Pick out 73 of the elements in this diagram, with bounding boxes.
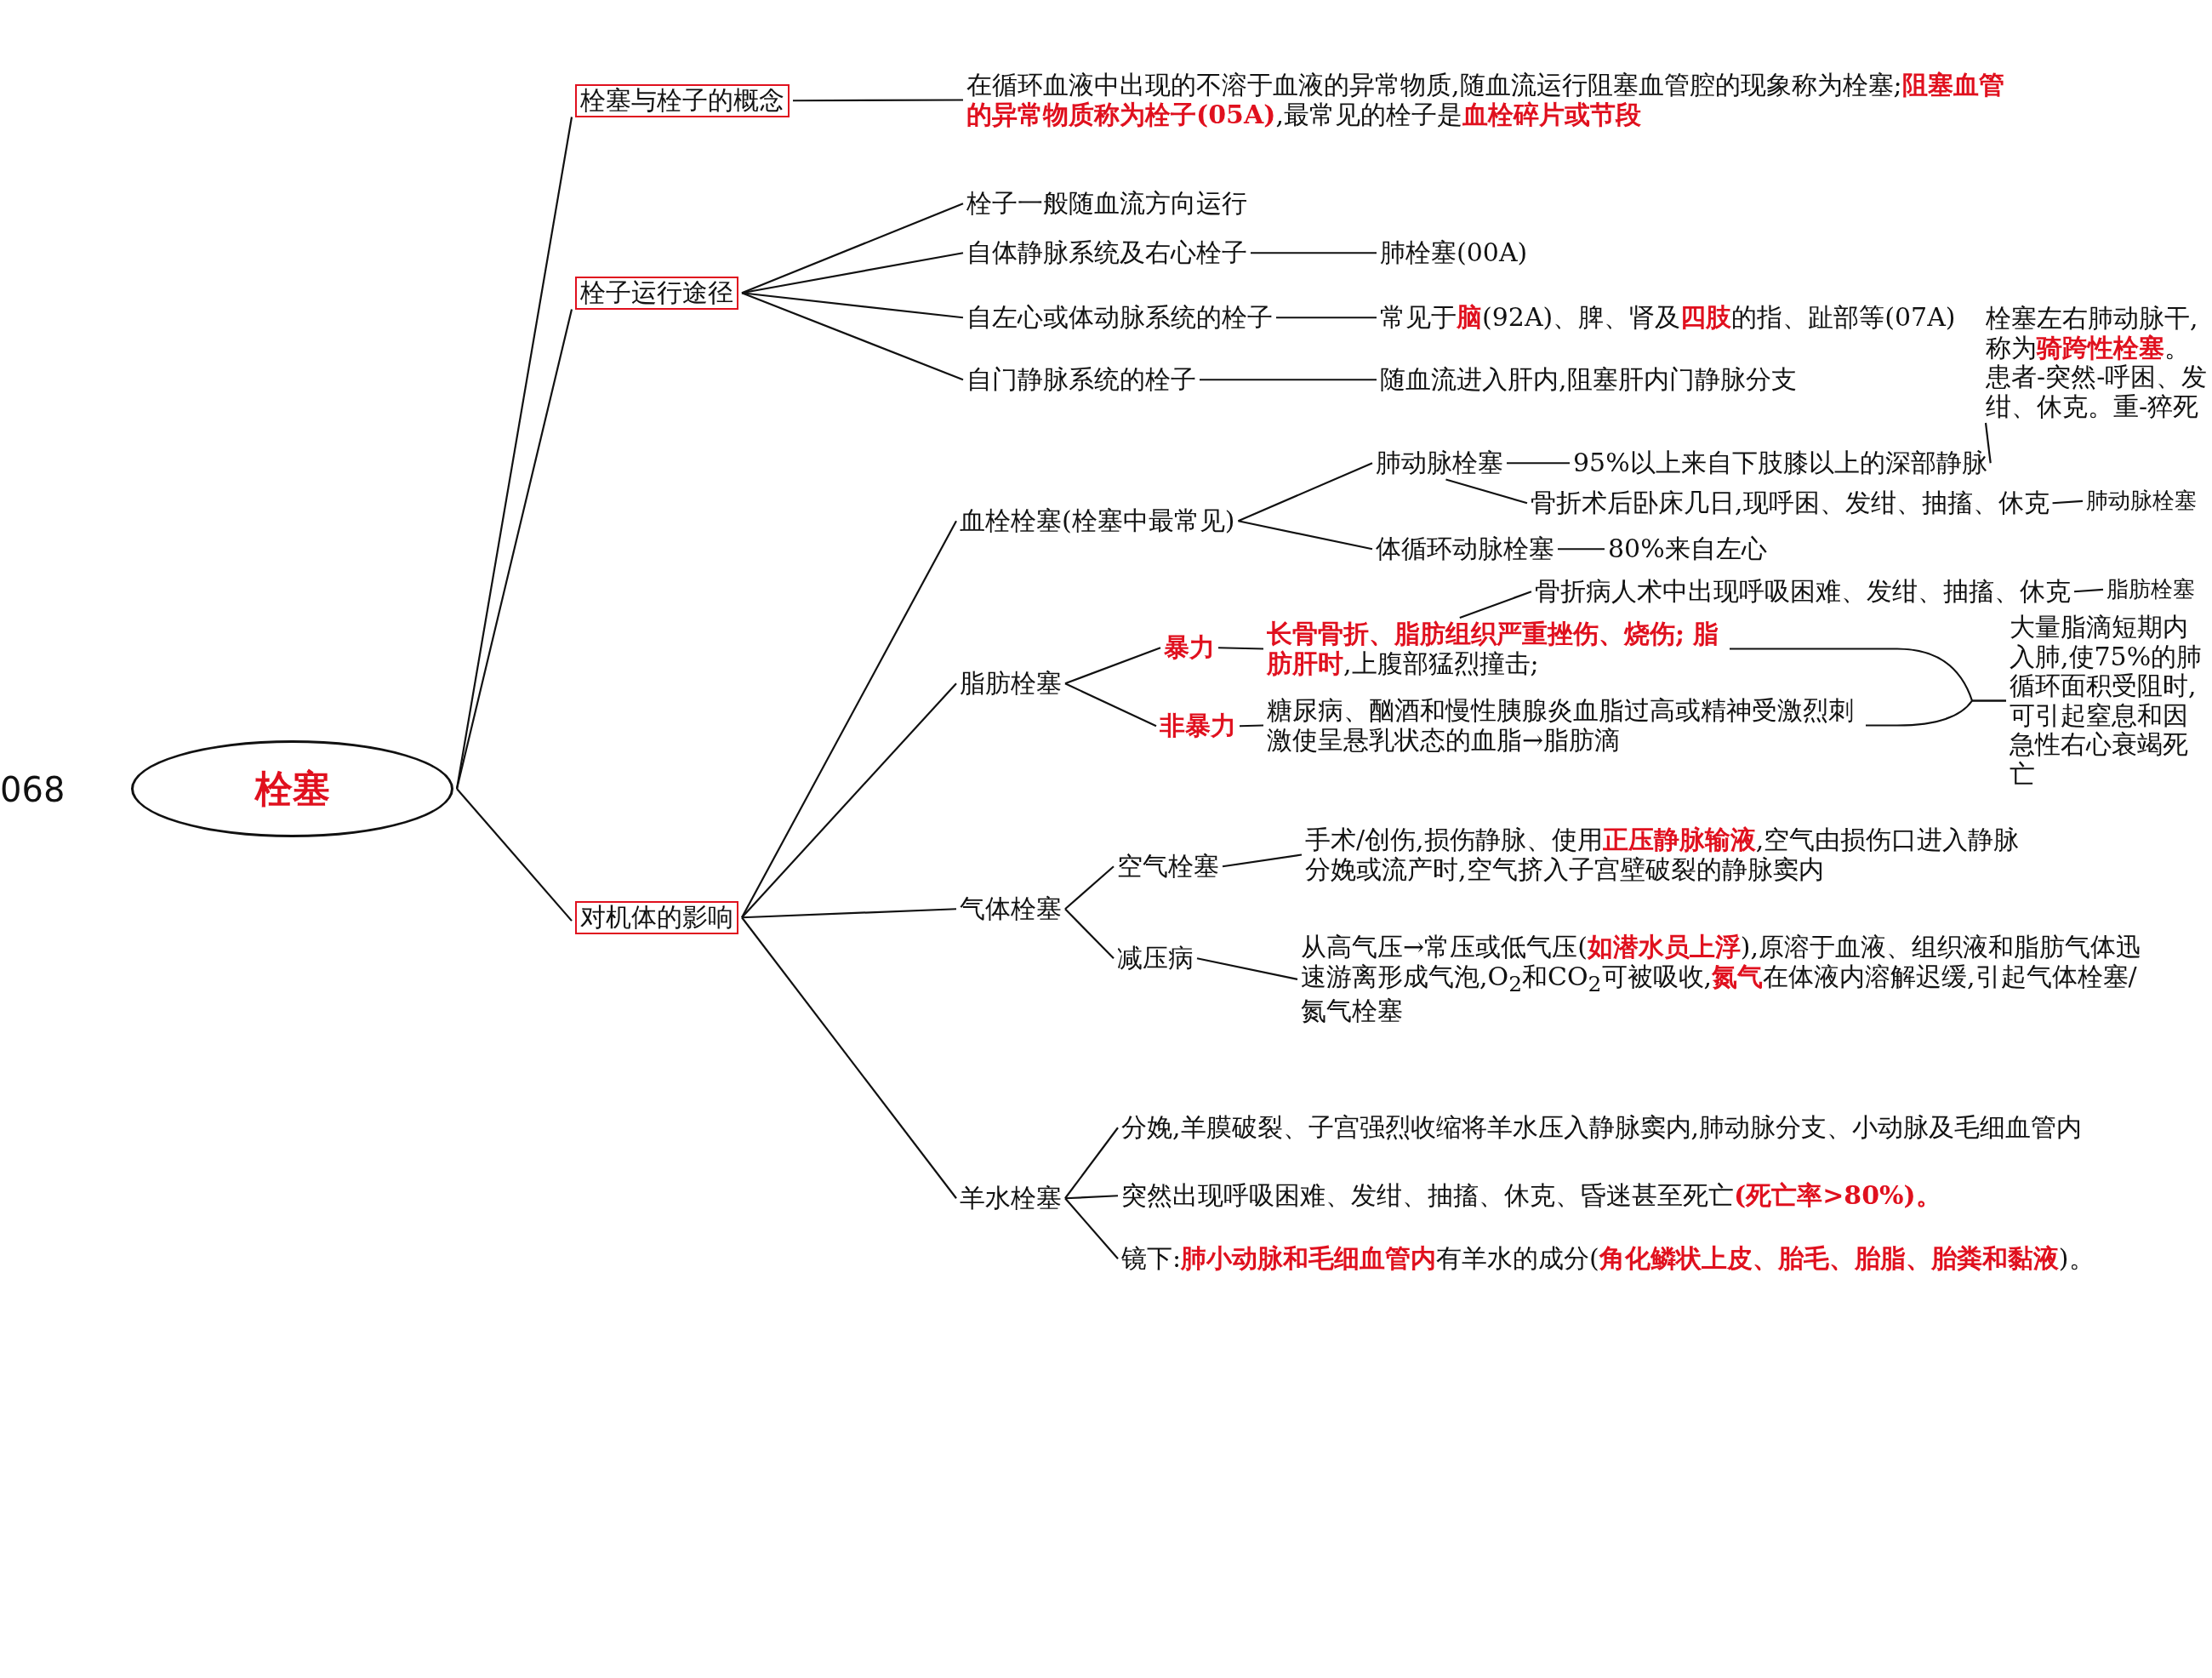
connector-line — [456, 788, 573, 922]
connector-line — [741, 520, 957, 918]
connector-line — [1558, 548, 1605, 551]
connector-line — [741, 682, 957, 918]
branch-text: 空气栓塞 — [1117, 852, 1219, 882]
branch-text: 分娩,羊膜破裂、子宫强烈收缩将羊水压入静脉窦内,肺动脉分支、小动脉及毛细血管内 — [1121, 1113, 2083, 1143]
branch-text: 分娩或流产时,空气挤入子宫壁破裂的静脉窦内 — [1305, 854, 1825, 884]
connector-line — [1064, 908, 1115, 960]
connector-line — [741, 203, 964, 294]
branch-text: 羊水栓塞 — [960, 1184, 1062, 1213]
branch-text: 自门静脉系统的栓子 — [966, 365, 1196, 395]
branch-text: 肺动脉栓塞 — [2086, 488, 2197, 514]
connector-line — [1276, 317, 1377, 319]
connector-line — [1064, 682, 1157, 728]
branch-text: 95%以上来自下肢膝以上的深部静脉 — [1573, 448, 1987, 478]
branch-text: 大量脂滴短期内入肺,使75%的肺循环面积受阻时,可引起窒息和因急性右心衰竭死亡 — [2010, 613, 2212, 789]
branch-text: 血栓栓塞(栓塞中最常见) — [960, 506, 1235, 536]
branch-keyword: 暴力 — [1164, 633, 1215, 663]
connector-line — [2073, 588, 2104, 593]
topic-box: 对机体的影响 — [575, 901, 738, 934]
connector-line — [1238, 462, 1373, 522]
connector-line — [1064, 647, 1161, 685]
connector-line — [793, 99, 963, 102]
branch-text: 自左心或体动脉系统的栓子 — [966, 303, 1273, 333]
branch-text: 自体静脉系统及右心栓子 — [966, 238, 1247, 268]
branch-text: 栓子一般随血流方向运行 — [966, 189, 1247, 219]
connector-line — [1239, 724, 1264, 728]
connector-line — [455, 309, 573, 790]
connector-line — [1064, 865, 1115, 910]
branch-text: 减压病 — [1117, 944, 1194, 973]
connector-line — [1459, 591, 1532, 619]
branch-text: 体循环动脉栓塞 — [1376, 534, 1554, 564]
connector-line — [2052, 499, 2084, 505]
connector-line — [1064, 1197, 1119, 1259]
branch-text: 从高气压→常压或低气压(如潜水员上浮),原溶于血液、组织液和脂肪气体迅速游离形成气泡,O$_{2}$和CO$_{2}$可被吸收,氮气在体液内溶解迟缓,引起气体栓塞/氮气栓塞 — [1301, 933, 2152, 1026]
connector-line — [1064, 1195, 1119, 1200]
connector-line — [741, 292, 964, 319]
connector-line — [1251, 252, 1377, 254]
connector-line — [1217, 647, 1264, 650]
connector-line — [741, 916, 957, 1199]
connector-line — [741, 908, 957, 919]
branch-keyword: 非暴力 — [1160, 711, 1236, 741]
branch-text: 长骨骨折、脂肪组织严重挫伤、烧伤; 脂肪肝时,上腹部猛烈撞击; — [1267, 619, 1726, 678]
central-topic-ellipse: 栓塞 — [131, 740, 453, 837]
branch-text: 气体栓塞 — [960, 894, 1062, 924]
connector-line — [1445, 478, 1528, 505]
branch-text: 随血流进入肝内,阻塞肝内门静脉分支 — [1380, 365, 1797, 395]
branch-text: 80%来自左心 — [1608, 534, 1767, 564]
connector-line — [1866, 699, 2006, 727]
branch-text: 常见于脑(92A)、脾、肾及四肢的指、趾部等(07A) — [1380, 303, 1956, 333]
branch-text: 糖尿病、酗酒和慢性胰腺炎血脂过高或精神受激烈刺激使呈悬乳状态的血脂→脂肪滴 — [1267, 696, 1862, 755]
connector-line — [1984, 422, 1992, 464]
topic-box: 栓子运行途径 — [575, 277, 738, 310]
connector-line — [1222, 853, 1303, 868]
branch-text: 骨折病人术中出现呼吸困难、发绀、抽搐、休克 — [1535, 577, 2071, 607]
page-number: 068 — [0, 770, 66, 809]
connector-line — [741, 292, 964, 381]
branch-text: 肺动脉栓塞 — [1376, 448, 1503, 478]
branch-text: 脂肪栓塞 — [960, 669, 1062, 699]
connector-line — [1200, 379, 1377, 381]
branch-text: 突然出现呼吸困难、发绀、抽搐、休克、昏迷甚至死亡(死亡率>80%)。 — [1121, 1181, 1941, 1211]
branch-text: 骨折术后卧床几日,现呼困、发绀、抽搐、休克 — [1531, 488, 2050, 518]
branch-text: 镜下:肺小动脉和毛细血管内有羊水的成分(角化鳞状上皮、胎毛、胎脂、胎粪和黏液)。 — [1121, 1244, 2095, 1274]
branch-text: 在循环血液中出现的不溶于血液的异常物质,随血流运行阻塞血管腔的现象称为栓塞;阻塞血管的异常物质称为栓子(05A),最常见的栓子是血栓碎片或节段 — [966, 71, 2021, 129]
connector-line — [1064, 1127, 1119, 1199]
branch-text: 肺栓塞(00A) — [1380, 238, 1528, 268]
connector-line — [1196, 957, 1298, 980]
branch-text: 栓塞左右肺动脉干,称为骑跨性栓塞。患者-突然-呼困、发绀、休克。重-猝死 — [1986, 304, 2209, 421]
connector-line — [1238, 520, 1373, 551]
branch-text: 手术/创伤,损伤静脉、使用正压静脉输液,空气由损伤口进入静脉 — [1305, 825, 2021, 855]
branch-text: 脂肪栓塞 — [2107, 577, 2195, 602]
connector-line — [1507, 462, 1570, 465]
topic-box: 栓塞与栓子的概念 — [575, 84, 790, 117]
